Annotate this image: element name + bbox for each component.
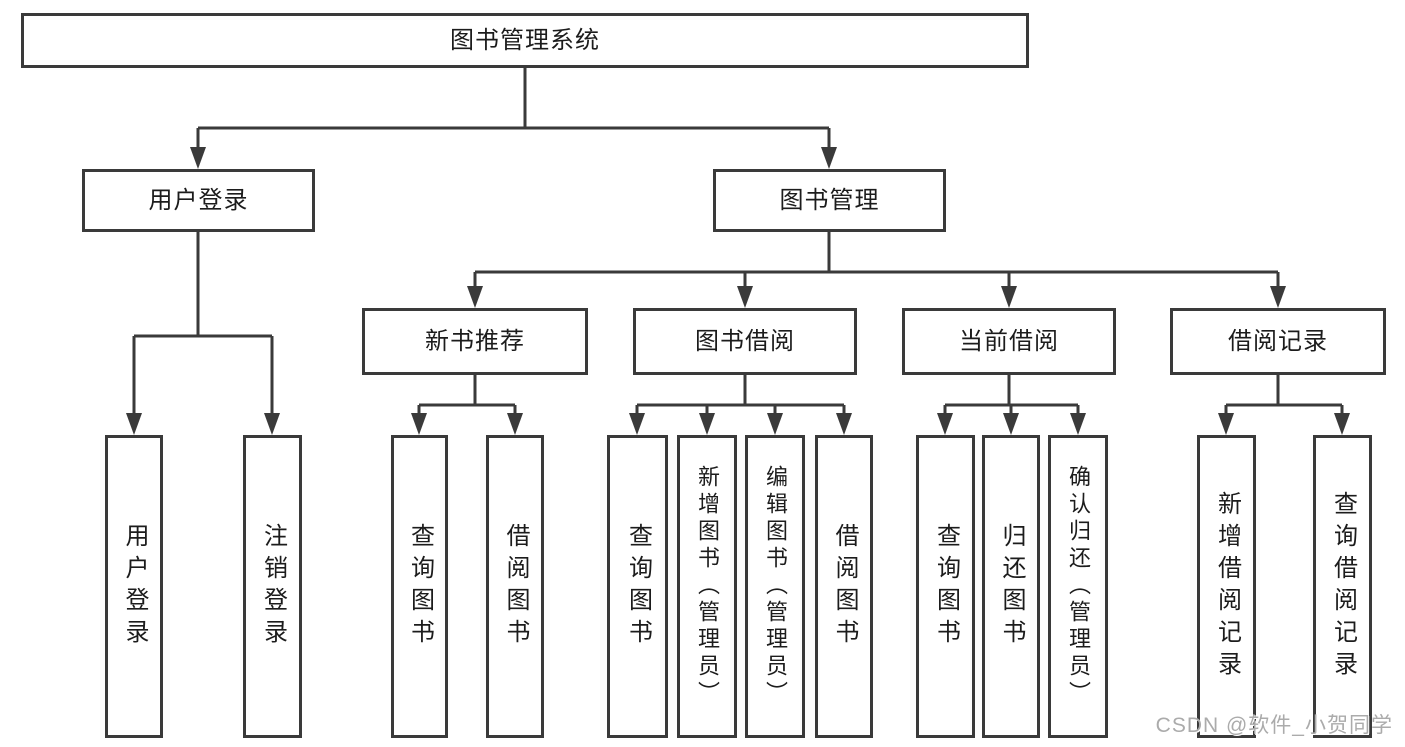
leaf-borrowing-add-admin: 新增图书（管理员） (677, 435, 737, 738)
csdn-watermark: CSDN @软件_小贺同学 (1155, 714, 1393, 737)
leaf-logout: 注销登录 (243, 435, 302, 738)
leaf-borrowing-query-label: 查询图书 (624, 522, 652, 651)
leaf-user-login-label: 用户登录 (121, 522, 148, 651)
node-borrowing-records-label: 借阅记录 (1228, 327, 1328, 355)
leaf-borrowing-add-admin-label: 新增图书（管理员） (695, 465, 720, 708)
node-root: 图书管理系统 (21, 13, 1029, 68)
leaf-current-return: 归还图书 (982, 435, 1040, 738)
node-root-label: 图书管理系统 (450, 26, 600, 54)
node-current-borrowing-label: 当前借阅 (959, 327, 1059, 355)
leaf-borrowing-query: 查询图书 (607, 435, 668, 738)
node-new-book-recommend-label: 新书推荐 (425, 327, 525, 355)
node-user-login-label: 用户登录 (148, 186, 249, 214)
leaf-records-query: 查询借阅记录 (1313, 435, 1372, 738)
leaf-records-query-label: 查询借阅记录 (1329, 490, 1357, 683)
leaf-records-add-label: 新增借阅记录 (1213, 490, 1241, 683)
leaf-current-return-label: 归还图书 (998, 522, 1025, 651)
leaf-borrowing-borrow-label: 借阅图书 (831, 522, 858, 651)
leaf-borrowing-edit-admin-label: 编辑图书（管理员） (763, 465, 788, 708)
node-book-borrowing-label: 图书借阅 (695, 327, 795, 355)
leaf-borrowing-borrow: 借阅图书 (815, 435, 873, 738)
leaf-current-confirm-return-admin-label: 确认归还（管理员） (1066, 465, 1091, 708)
node-book-management-label: 图书管理 (779, 186, 880, 214)
leaf-current-confirm-return-admin: 确认归还（管理员） (1048, 435, 1108, 738)
leaf-records-add: 新增借阅记录 (1197, 435, 1256, 738)
leaf-newbooks-borrow-label: 借阅图书 (502, 522, 529, 651)
leaf-user-login: 用户登录 (105, 435, 163, 738)
node-borrowing-records: 借阅记录 (1170, 308, 1386, 375)
leaf-current-query: 查询图书 (916, 435, 975, 738)
leaf-newbooks-query-label: 查询图书 (406, 522, 434, 651)
leaf-logout-label: 注销登录 (259, 522, 287, 651)
node-user-login: 用户登录 (82, 169, 315, 232)
node-book-borrowing: 图书借阅 (633, 308, 857, 375)
node-current-borrowing: 当前借阅 (902, 308, 1116, 375)
node-book-management: 图书管理 (713, 169, 946, 232)
leaf-borrowing-edit-admin: 编辑图书（管理员） (745, 435, 805, 738)
leaf-current-query-label: 查询图书 (932, 522, 960, 651)
leaf-newbooks-borrow: 借阅图书 (486, 435, 544, 738)
leaf-newbooks-query: 查询图书 (391, 435, 448, 738)
node-new-book-recommend: 新书推荐 (362, 308, 588, 375)
